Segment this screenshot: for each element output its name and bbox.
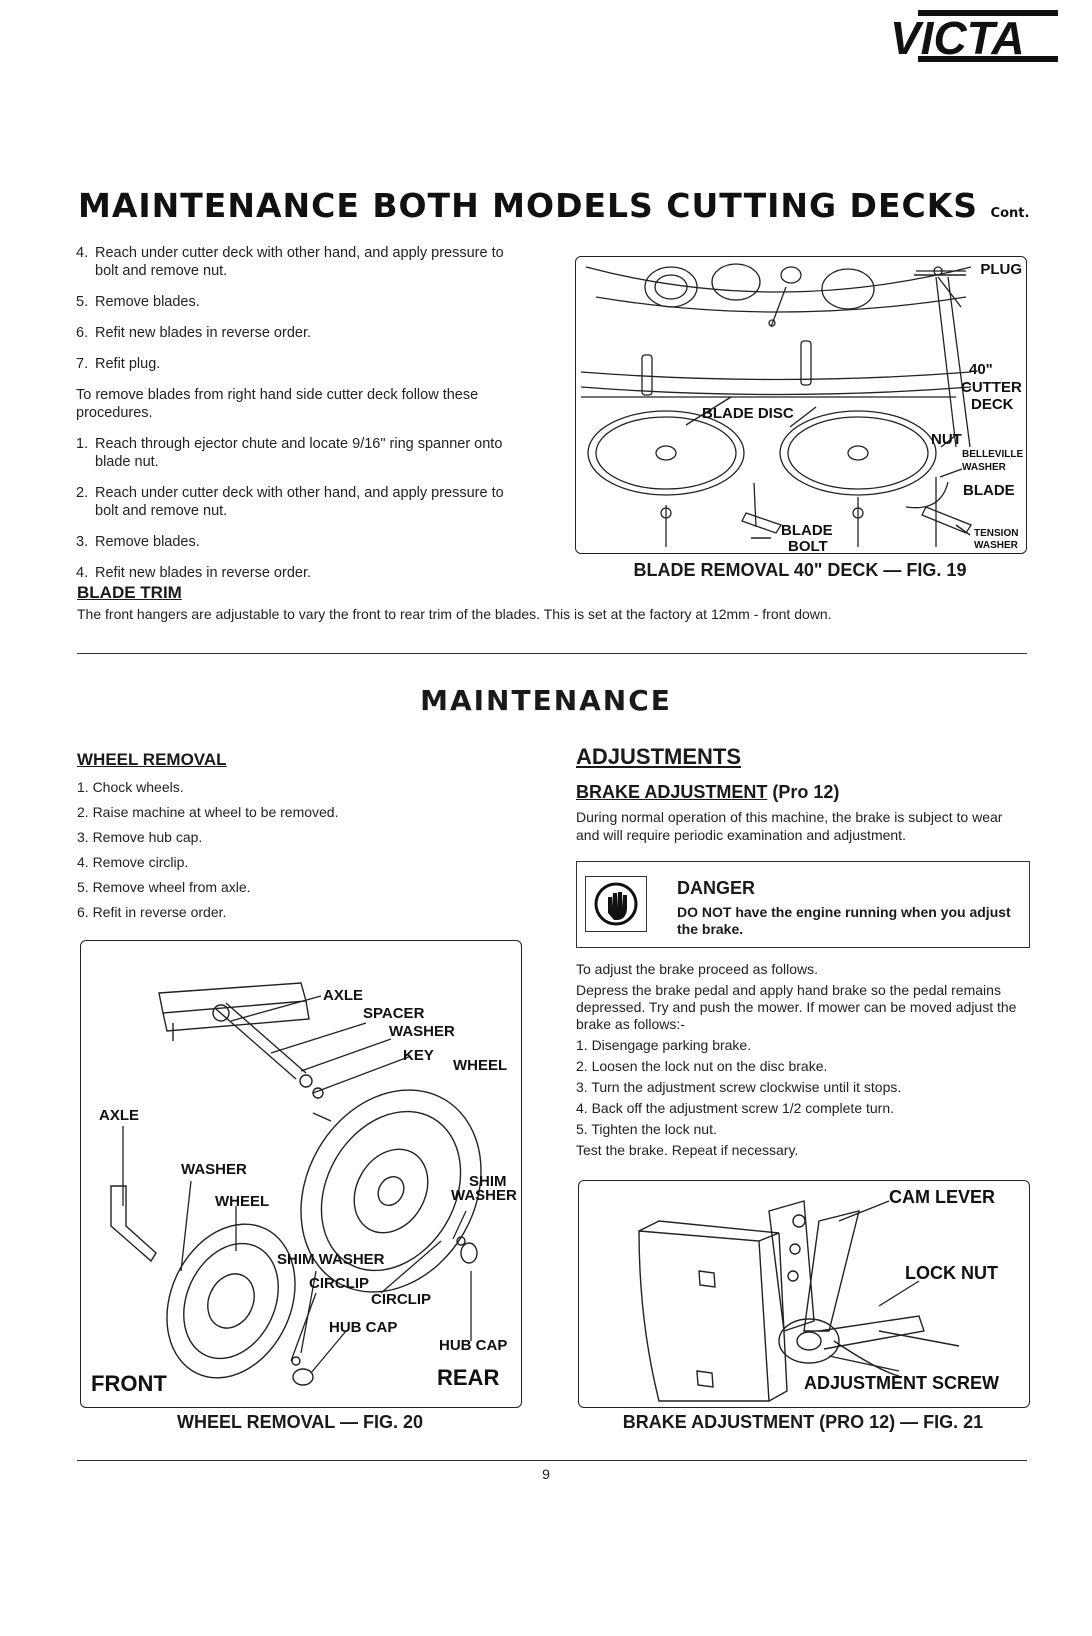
brake-adjustment-heading: BRAKE ADJUSTMENT (Pro 12) (576, 782, 840, 802)
brake-drawing (638, 1200, 960, 1402)
list-item: 4. Remove circlip. (77, 854, 189, 870)
maintenance-title: MAINTENANCE (420, 684, 672, 717)
wheel-removal-heading: WHEEL REMOVAL (77, 750, 227, 769)
victa-logo: VICTA (880, 6, 1060, 64)
figure-21-caption: BRAKE ADJUSTMENT (PRO 12) — FIG. 21 (622, 1412, 984, 1432)
label-plug: PLUG (980, 261, 1022, 278)
blade-trim-heading: BLADE TRIM (77, 583, 182, 602)
blade-removal-steps: 4.Reach under cutter deck with other han… (76, 244, 521, 595)
label-blade-disc: BLADE DISC (702, 405, 794, 422)
adjustments-heading: ADJUSTMENTS (576, 744, 742, 769)
label-rear: REAR (437, 1365, 500, 1390)
list-item: 2. Raise machine at wheel to be removed. (77, 804, 339, 820)
brake-procedure: To adjust the brake proceed as follows. … (576, 961, 1028, 1159)
danger-text: DO NOT have the engine running when you … (677, 904, 1011, 937)
label-40: 40" (969, 361, 993, 378)
label-adjustment-screw: ADJUSTMENT SCREW (804, 1373, 1000, 1393)
list-item: 4.Refit new blades in reverse order. (76, 565, 311, 581)
wheel-removal-drawing (110, 982, 482, 1386)
brake-intro: During normal operation of this machine,… (576, 809, 1003, 843)
blade-deck-drawing (580, 263, 972, 547)
label-blade: BLADE (963, 482, 1015, 499)
label-blade-bolt-2: BOLT (788, 538, 828, 554)
label-tension: TENSION (974, 528, 1019, 539)
list-item: 2.Reach under cutter deck with other han… (76, 485, 504, 519)
label-belleville-washer: WASHER (962, 462, 1006, 473)
list-item: 4. Back off the adjustment screw 1/2 com… (576, 1100, 895, 1116)
label-wheel-left: WHEEL (215, 1193, 270, 1210)
list-item: 3. Turn the adjustment screw clockwise u… (576, 1079, 902, 1095)
figure-19-caption: BLADE REMOVAL 40" DECK — FIG. 19 (633, 560, 967, 580)
logo-text: VICTA (890, 12, 1025, 64)
list-item: 7.Refit plug. (76, 356, 161, 372)
label-axle-top: AXLE (323, 987, 364, 1004)
list-item: 1. Chock wheels. (77, 779, 184, 795)
list-item: 3.Remove blades. (76, 534, 200, 550)
label-circlip-2: CIRCLIP (371, 1291, 431, 1308)
figure-20-wheel-removal: AXLE SPACER WASHER KEY WHEEL AXLE WASHER… (80, 940, 522, 1408)
figure-21-brake-adjustment: CAM LEVER LOCK NUT ADJUSTMENT SCREW (578, 1180, 1030, 1408)
danger-title: DANGER (677, 878, 756, 898)
label-blade-bolt-1: BLADE (781, 522, 833, 539)
label-tension-washer: WASHER (974, 540, 1018, 551)
label-hub-cap-1: HUB CAP (329, 1319, 398, 1336)
label-circlip-1: CIRCLIP (309, 1275, 369, 1292)
section-divider (77, 653, 1027, 654)
list-item: 5.Remove blades. (76, 294, 200, 310)
label-nut: NUT (931, 431, 962, 448)
list-item: 5. Tighten the lock nut. (576, 1121, 717, 1137)
page-number: 9 (542, 1466, 550, 1482)
label-belleville: BELLEVILLE (962, 449, 1024, 460)
blade-trim-text: The front hangers are adjustable to vary… (77, 606, 832, 622)
label-wheel-top: WHEEL (453, 1057, 508, 1074)
list-item: 6.Refit new blades in reverse order. (76, 325, 311, 341)
wheel-removal-steps: 1. Chock wheels. 2. Raise machine at whe… (77, 778, 527, 928)
list-item: 1.Reach through ejector chute and locate… (76, 436, 503, 470)
list-item: 6. Refit in reverse order. (77, 904, 227, 920)
list-item: 1. Disengage parking brake. (576, 1037, 752, 1053)
list-item: 2. Loosen the lock nut on the disc brake… (576, 1058, 828, 1074)
label-lock-nut: LOCK NUT (905, 1263, 998, 1283)
danger-icon-frame (585, 876, 647, 932)
label-axle-left: AXLE (99, 1107, 140, 1124)
title-suffix: Cont. (990, 206, 1030, 221)
label-hub-cap-2: HUB CAP (439, 1337, 508, 1354)
footer-divider (77, 1460, 1027, 1461)
figure-19-blade-removal: PLUG 40" CUTTER DECK BLADE DISC NUT BELL… (575, 256, 1027, 554)
label-washer-top: WASHER (389, 1023, 455, 1040)
brake-model: (Pro 12) (772, 782, 840, 802)
label-cutter: CUTTER (961, 379, 1022, 396)
list-item: 3. Remove hub cap. (77, 829, 203, 845)
right-deck-intro: To remove blades from right hand side cu… (76, 387, 479, 421)
label-front: FRONT (91, 1371, 167, 1396)
list-item: 4.Reach under cutter deck with other han… (76, 245, 504, 279)
stop-hand-icon (594, 882, 638, 926)
figure-20-caption: WHEEL REMOVAL — FIG. 20 (176, 1412, 424, 1432)
label-shim-washer: SHIM WASHER (277, 1251, 385, 1268)
label-washer-left: WASHER (181, 1161, 247, 1178)
label-spacer: SPACER (363, 1005, 425, 1022)
page-title: MAINTENANCE BOTH MODELS CUTTING DECKS Co… (78, 186, 1030, 225)
label-key: KEY (403, 1047, 434, 1064)
list-item: 5. Remove wheel from axle. (77, 879, 251, 895)
label-deck: DECK (971, 396, 1014, 413)
danger-box: DANGER DO NOT have the engine running wh… (576, 861, 1030, 948)
label-shim: SHIM (469, 1173, 507, 1190)
label-shim-washer-right: WASHER (451, 1187, 517, 1204)
label-cam-lever: CAM LEVER (889, 1187, 996, 1207)
